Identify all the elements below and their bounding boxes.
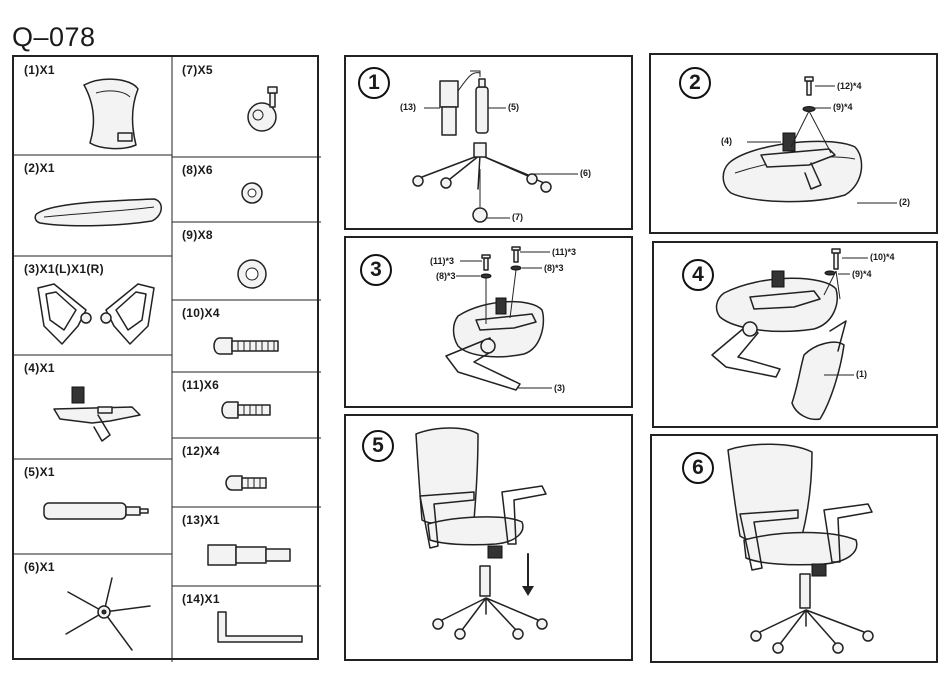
part-10-cell: (10)X4 bbox=[172, 300, 321, 372]
step-3-number: 3 bbox=[360, 254, 392, 286]
gas-lift-illustration bbox=[43, 502, 149, 520]
part-8-label: (8)X6 bbox=[182, 163, 213, 177]
part-14-cell: (14)X1 bbox=[172, 586, 321, 662]
part-6-label: (6)X1 bbox=[24, 560, 55, 574]
part-4-label: (4)X1 bbox=[24, 361, 55, 375]
short-bolt-illustration bbox=[225, 475, 267, 491]
part-9-cell: (9)X8 bbox=[172, 222, 321, 300]
caster-illustration bbox=[247, 86, 278, 132]
step-4-callout-9: (9)*4 bbox=[852, 269, 872, 279]
step-6-number: 6 bbox=[682, 452, 714, 484]
step-3-callout-8-left: (8)*3 bbox=[436, 271, 456, 281]
step-1-callout-7: (7) bbox=[512, 212, 523, 222]
part-10-label: (10)X4 bbox=[182, 306, 220, 320]
step-3-panel: 3 (11)*3 (8)*3 (11)*3 (8)*3 (3) bbox=[344, 236, 633, 408]
large-washer-illustration bbox=[237, 259, 267, 289]
step-4-callout-1: (1) bbox=[856, 369, 867, 379]
part-5-cell: (5)X1 bbox=[14, 459, 172, 554]
parts-list: (1)X1 (2)X1 (3)X1(L)X1(R) (4)X1 bbox=[12, 55, 321, 662]
seat-illustration bbox=[34, 198, 162, 227]
armrests-illustration bbox=[37, 283, 155, 345]
part-4-cell: (4)X1 bbox=[14, 355, 172, 459]
part-12-cell: (12)X4 bbox=[172, 438, 321, 507]
part-12-label: (12)X4 bbox=[182, 444, 220, 458]
step-5-number: 5 bbox=[362, 430, 394, 462]
model-title: Q–078 bbox=[12, 22, 96, 52]
step-2-callout-4: (4) bbox=[721, 136, 732, 146]
part-11-label: (11)X6 bbox=[182, 378, 220, 392]
step-1-illustration bbox=[412, 70, 578, 223]
part-6-cell: (6)X1 bbox=[14, 554, 172, 662]
step-2-number: 2 bbox=[679, 67, 711, 99]
part-1-cell: (1)X1 bbox=[14, 57, 172, 155]
step-3-callout-3: (3) bbox=[554, 383, 565, 393]
part-5-label: (5)X1 bbox=[24, 465, 55, 479]
part-2-label: (2)X1 bbox=[24, 161, 55, 175]
step-4-callout-10: (10)*4 bbox=[870, 252, 895, 262]
step-4-panel: 4 (10)*4 (9)*4 (1) bbox=[652, 241, 938, 428]
part-14-label: (14)X1 bbox=[182, 592, 220, 606]
step-4-illustration bbox=[711, 248, 868, 421]
step-4-number: 4 bbox=[682, 259, 714, 291]
cylinder-cover-illustration bbox=[207, 544, 291, 566]
backrest-illustration bbox=[83, 78, 139, 150]
part-7-cell: (7)X5 bbox=[172, 57, 321, 157]
part-3-cell: (3)X1(L)X1(R) bbox=[14, 256, 172, 355]
allen-key-illustration bbox=[217, 611, 303, 643]
step-5-illustration bbox=[415, 427, 548, 640]
step-5-panel: 5 bbox=[344, 414, 633, 661]
step-2-callout-9: (9)*4 bbox=[833, 102, 853, 112]
step-1-callout-13: (13) bbox=[400, 102, 417, 112]
step-1-callout-6: (6) bbox=[580, 168, 591, 178]
base-illustration bbox=[65, 577, 151, 651]
step-1-panel: 1 (13) (5) (6) (7) bbox=[344, 55, 633, 230]
part-7-label: (7)X5 bbox=[182, 63, 213, 77]
part-9-label: (9)X8 bbox=[182, 228, 213, 242]
step-6-illustration bbox=[727, 443, 874, 654]
medium-bolt-illustration bbox=[221, 401, 271, 419]
step-1-callout-5: (5) bbox=[508, 102, 519, 112]
step-2-illustration bbox=[722, 76, 897, 204]
step-3-illustration bbox=[445, 246, 552, 391]
step-1-number: 1 bbox=[358, 67, 390, 99]
part-3-label: (3)X1(L)X1(R) bbox=[24, 262, 104, 276]
small-washer-illustration bbox=[241, 182, 263, 204]
step-3-callout-8-right: (8)*3 bbox=[544, 263, 564, 273]
step-2-panel: 2 (12)*4 (9)*4 (4) (2) bbox=[649, 53, 938, 234]
part-1-label: (1)X1 bbox=[24, 63, 55, 77]
mechanism-illustration bbox=[53, 386, 141, 442]
parts-grid bbox=[14, 57, 321, 662]
long-bolt-illustration bbox=[213, 337, 279, 355]
step-3-callout-11-left: (11)*3 bbox=[430, 256, 455, 266]
step-3-callout-11-right: (11)*3 bbox=[552, 247, 577, 257]
step-6-panel: 6 bbox=[650, 434, 938, 663]
part-8-cell: (8)X6 bbox=[172, 157, 321, 222]
step-2-callout-2: (2) bbox=[899, 197, 910, 207]
part-13-cell: (13)X1 bbox=[172, 507, 321, 586]
part-11-cell: (11)X6 bbox=[172, 372, 321, 438]
step-2-callout-12: (12)*4 bbox=[837, 81, 862, 91]
part-13-label: (13)X1 bbox=[182, 513, 220, 527]
part-2-cell: (2)X1 bbox=[14, 155, 172, 256]
